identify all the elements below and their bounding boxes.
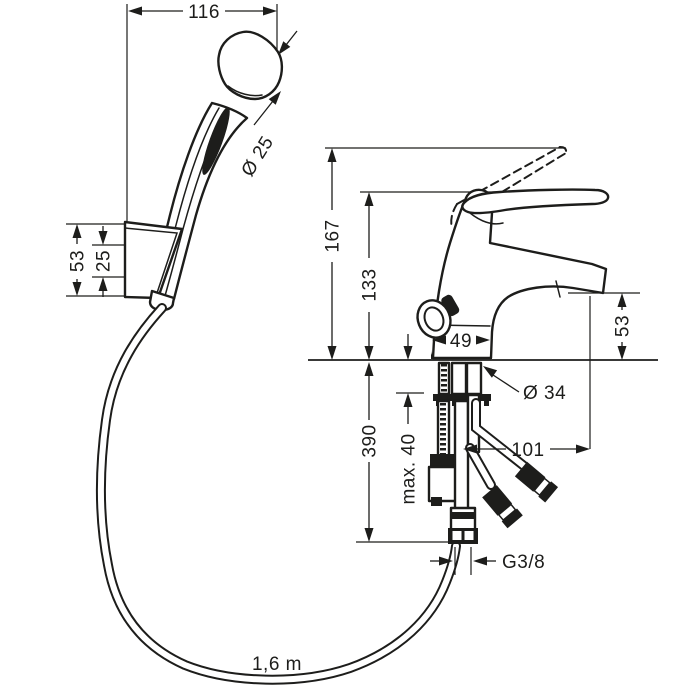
- hose-bottom-fitting: [448, 506, 478, 544]
- dim-25h-arrow-top: [98, 231, 108, 245]
- dim-53h-arrow-bottom: [72, 282, 82, 296]
- dim-167-arrow-bottom: [327, 346, 337, 360]
- dim-dia-34: Ø 34: [483, 366, 566, 404]
- hose-b-tip: [538, 481, 559, 503]
- dim-dia25-arrow-bottom: [268, 91, 281, 105]
- raised-lever-pivot-arc: [450, 203, 458, 229]
- clamp-nut: [430, 454, 457, 467]
- dim-max40-text: max. 40: [399, 433, 420, 504]
- supply-tube-upper: [465, 361, 483, 396]
- dim-25h-arrow-bottom: [98, 277, 108, 291]
- dim-25h-text: 25: [94, 250, 115, 272]
- hose-a-collar: [497, 503, 517, 522]
- base-right-foot: [483, 350, 492, 359]
- faucet: [416, 188, 610, 360]
- dim-167-arrow-top: [327, 148, 337, 162]
- dim-g38-arrow-left: [439, 556, 453, 566]
- dim-max40-arrow-top: [403, 346, 413, 360]
- dim-53-holder: 53: [68, 224, 89, 296]
- dim-dia25-arrow-top: [278, 41, 291, 55]
- dim-101-text: 101: [511, 440, 544, 461]
- pull-knob: [441, 294, 460, 317]
- dim-133-text: 133: [360, 268, 381, 301]
- shower-outlet-tube-upper: [450, 361, 468, 396]
- fitting-nut-face-2: [464, 531, 474, 540]
- dim-max-40: max. 40: [399, 334, 420, 505]
- dim-53s-arrow-top: [617, 293, 627, 307]
- dim-53-spout: 53: [613, 293, 634, 360]
- supply-hose-a-inner: [467, 445, 494, 488]
- dim-53s-text: 53: [613, 315, 634, 337]
- dim-390: 390: [360, 362, 381, 542]
- fitting-band: [452, 512, 474, 519]
- dim-167: 167: [323, 148, 344, 360]
- dim-390-arrow-top: [364, 362, 374, 376]
- hose-b-collar: [533, 477, 551, 497]
- dim-390-arrow-bottom: [364, 528, 374, 542]
- hose-a-nut: [482, 485, 513, 516]
- head-face-seam: [227, 85, 263, 97]
- fitting-nut-face-1: [452, 531, 462, 540]
- faucet-lever: [461, 188, 610, 215]
- dim-g38-arrow-right: [473, 556, 487, 566]
- dim-49-arrow-left: [432, 335, 446, 345]
- dim-49-arrow-right: [476, 335, 490, 345]
- dim-g38-text: G3/8: [502, 552, 545, 573]
- dim-53h-arrow-top: [72, 224, 82, 238]
- dim-53h-text: 53: [68, 250, 89, 272]
- dim-dia25-text: Ø 25: [237, 133, 278, 181]
- dim-133-arrow-bottom: [364, 346, 374, 360]
- dim-116-arrow-right: [263, 6, 277, 16]
- raised-lever-tip: [559, 146, 568, 154]
- shower-outlet-tube-lower: [453, 399, 470, 515]
- dim-101: 101: [463, 440, 590, 461]
- pull-ring-inner: [423, 306, 445, 332]
- dim-dia34-leader: [489, 372, 520, 393]
- hose-inner-line: [97, 305, 459, 683]
- dim-dia25-leader: [253, 100, 274, 126]
- mounting-washer: [433, 394, 491, 401]
- dim-49: 49: [432, 331, 490, 352]
- hose-a-tip: [501, 508, 523, 529]
- hose-length-label: 1,6 m: [252, 654, 302, 675]
- dim-116-text: 116: [188, 2, 220, 23]
- supply-hose-b-inner: [473, 400, 527, 469]
- hand-shower-head: [217, 30, 284, 101]
- dim-390-text: 390: [360, 424, 381, 457]
- dim-133-arrow-top: [364, 192, 374, 206]
- clamp-bracket: [427, 465, 459, 503]
- dim-101-arrow-right: [576, 444, 590, 454]
- dim-25-holder: 25: [94, 226, 115, 297]
- dim-49-text: 49: [450, 331, 472, 352]
- supply-hose-b-connector: [514, 461, 559, 503]
- supply-hose-a-connector: [482, 485, 523, 529]
- dim-dia34-text: Ø 34: [523, 383, 566, 404]
- clamp-screw: [431, 497, 442, 506]
- dim-101-arrow-left: [463, 444, 477, 454]
- wall-holder-inner-edge: [124, 227, 179, 297]
- aerator-back-edge: [555, 280, 561, 298]
- base-left-foot: [431, 350, 440, 359]
- hose-b-nut: [514, 461, 546, 492]
- dim-max40-arrow-bottom: [403, 393, 413, 407]
- dim-dia25-tail-top: [285, 30, 298, 46]
- dim-167-text: 167: [323, 219, 344, 252]
- dim-133: 133: [360, 192, 381, 360]
- dim-116-arrow-left: [128, 6, 142, 16]
- dim-53s-arrow-bottom: [617, 346, 627, 360]
- dim-g38: G3/8: [430, 547, 545, 575]
- spray-mode-button: [202, 107, 230, 175]
- dim-116: 116: [128, 2, 277, 23]
- cartridge-seam: [469, 212, 504, 225]
- shower-hose: [95, 303, 461, 685]
